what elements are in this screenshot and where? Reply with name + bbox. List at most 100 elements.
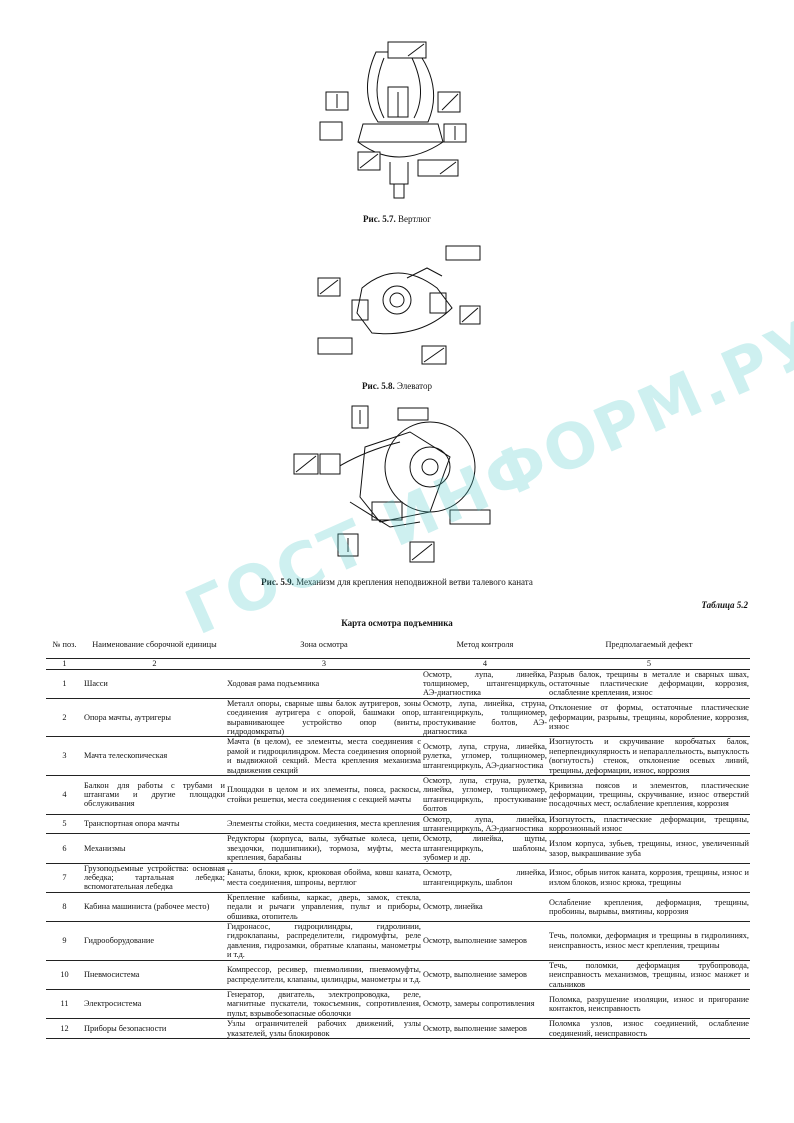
col-number: 5 [548,658,750,670]
cell-method: Осмотр, линейка, щупы, штангенциркуль, ш… [422,833,548,864]
figure-caption: Рис. 5.7. Вертлюг [0,214,794,224]
figure-swivel [318,32,478,202]
caption-number: Рис. 5.9. [261,577,294,587]
cell-pos: 1 [46,669,83,699]
cell-zone: Компрессор, ресивер, пневмолинии, пневмо… [226,960,422,990]
cell-defect: Изогнутость и скручивание коробчатых бал… [548,736,750,776]
cell-pos: 10 [46,960,83,990]
cell-name: Пневмосистема [83,960,226,990]
swivel-drawing [319,41,467,199]
cell-zone: Генератор, двигатель, электропроводка, р… [226,989,422,1020]
cell-defect: Разрыв балок, трещины в металле и сварны… [548,669,750,699]
anchor-drawing [293,405,491,563]
cell-method: Осмотр, замеры сопротивления [422,989,548,1020]
cell-zone: Металл опоры, сварные швы балок аутригер… [226,698,422,738]
cell-defect: Ослабление крепления, деформация, трещин… [548,892,750,923]
cell-method: Осмотр, лупа, линейка, толщиномер, штанг… [422,669,548,699]
cell-pos: 12 [46,1018,83,1039]
cell-zone: Элементы стойки, места соединения, места… [226,814,422,835]
cell-pos: 9 [46,921,83,961]
cell-pos: 3 [46,736,83,776]
cell-zone: Площадки в целом и их элементы, пояса, р… [226,775,422,815]
caption-number: Рис. 5.8. [362,381,395,391]
cell-pos: 7 [46,863,83,893]
column-numbers-row: 1 2 3 4 5 [46,658,750,670]
cell-zone: Гидронасос, гидроцилиндры, гидролинии, г… [226,921,422,961]
caption-number: Рис. 5.7. [363,214,396,224]
caption-text: Вертлюг [397,214,431,224]
cell-method: Осмотр, выполнение замеров [422,921,548,961]
figure-caption: Рис. 5.8. Элеватор [0,381,794,391]
cell-name: Опора мачты, аутригеры [83,698,226,738]
cell-defect: Излом корпуса, зубьев, трещины, износ, у… [548,833,750,864]
elevator-drawing [317,245,481,365]
cell-defect: Поломка узлов, износ соединений, ослабле… [548,1018,750,1039]
inspection-table: № поз. Наименование сборочной единицы Зо… [46,632,750,1039]
caption-text: Элеватор [396,381,432,391]
cell-pos: 6 [46,833,83,864]
cell-method: Осмотр, лупа, струна, линейка, рулетка, … [422,736,548,776]
table-header-row: № поз. Наименование сборочной единицы Зо… [46,632,750,659]
col-number: 2 [83,658,226,670]
cell-name: Балкон для работы с трубами и штангами и… [83,775,226,815]
cell-method: Осмотр, выполнение замеров [422,1018,548,1039]
col-number: 3 [226,658,422,670]
cell-defect: Поломка, разрушение изоляции, износ и пр… [548,989,750,1020]
table-title: Карта осмотра подъемника [341,618,453,628]
cell-zone: Ходовая рама подъемника [226,669,422,699]
col-number: 4 [422,658,548,670]
cell-zone: Мачта (в целом), ее элементы, места соед… [226,736,422,776]
header-pos: № поз. [46,632,83,659]
cell-pos: 11 [46,989,83,1020]
figure-elevator [312,238,482,368]
cell-defect: Износ, обрыв ниток каната, коррозия, тре… [548,863,750,893]
cell-name: Грузоподъемные устройства: основная лебе… [83,863,226,893]
cell-name: Гидрооборудование [83,921,226,961]
cell-pos: 8 [46,892,83,923]
header-zone: Зона осмотра [226,632,422,659]
watermark: ГОСТ ИНФОРМ.РУ [174,303,794,650]
table-label: Таблица 5.2 [701,600,748,610]
cell-zone: Канаты, блоки, крюк, крюковая обойма, ко… [226,863,422,893]
cell-name: Мачта телескопическая [83,736,226,776]
cell-defect: Течь, поломки, деформация и трещины в ги… [548,921,750,961]
cell-name: Кабина машиниста (рабочее место) [83,892,226,923]
header-name: Наименование сборочной единицы [83,632,226,659]
cell-method: Осмотр, лупа, линейка, штангенциркуль, А… [422,814,548,835]
cell-defect: Кривизна поясов и элементов, пластически… [548,775,750,815]
cell-name: Механизмы [83,833,226,864]
cell-name: Транспортная опора мачты [83,814,226,835]
caption-text: Механизм для крепления неподвижной ветви… [296,577,533,587]
cell-zone: Узлы ограничителей рабочих движений, узл… [226,1018,422,1039]
cell-defect: Изогнутость, пластические деформации, тр… [548,814,750,835]
cell-pos: 4 [46,775,83,815]
cell-zone: Крепление кабины, каркас, дверь, замок, … [226,892,422,923]
cell-method: Осмотр, линейка [422,892,548,923]
cell-zone: Редукторы (корпуса, валы, зубчатые колес… [226,833,422,864]
cell-method: Осмотр, лупа, линейка, струна, штангенци… [422,698,548,738]
cell-defect: Отклонение от формы, остаточные пластиче… [548,698,750,738]
cell-name: Шасси [83,669,226,699]
figure-deadline-anchor [290,402,520,567]
cell-defect: Течь, поломки, деформация трубопровода, … [548,960,750,990]
header-method: Метод контроля [422,632,548,659]
header-defect: Предполагаемый дефект [548,632,750,659]
cell-pos: 2 [46,698,83,738]
cell-pos: 5 [46,814,83,835]
col-number: 1 [46,658,83,670]
cell-name: Электросистема [83,989,226,1020]
cell-method: Осмотр, лупа, струна, рулетка, линейка, … [422,775,548,815]
figure-caption: Рис. 5.9. Механизм для крепления неподви… [0,577,794,587]
